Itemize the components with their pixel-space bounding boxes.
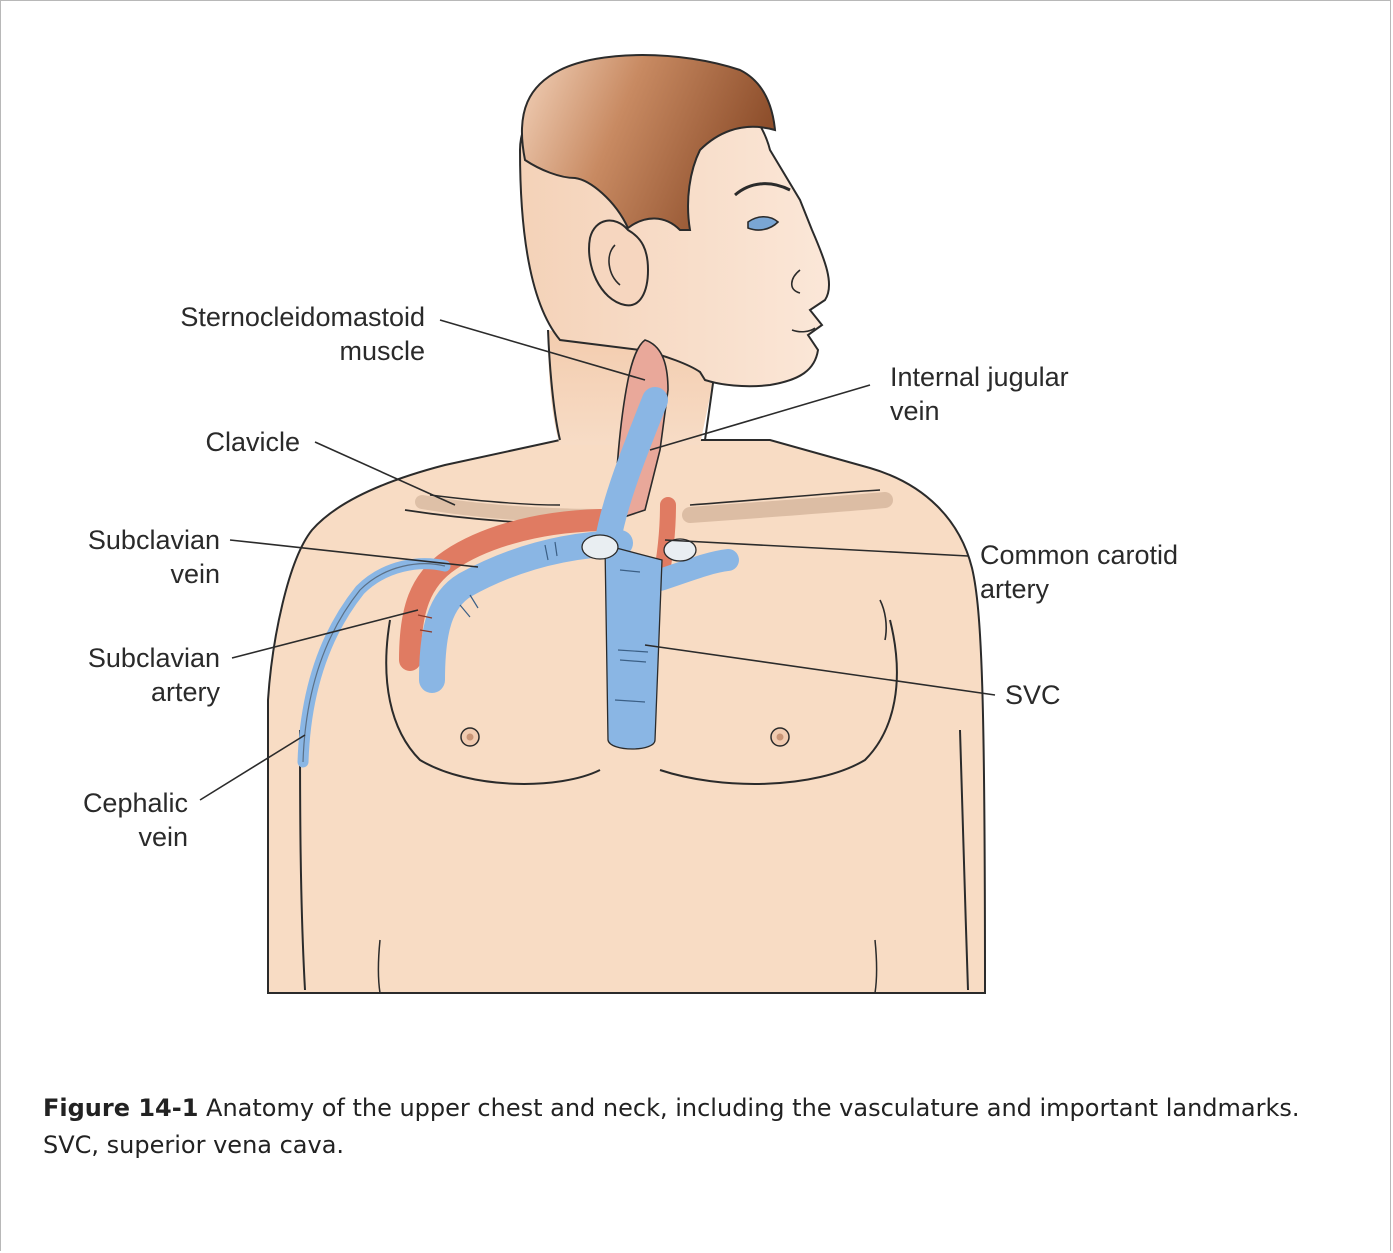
label-svc-text: SVC — [1005, 678, 1061, 712]
label-clavicle: Clavicle — [140, 425, 300, 459]
label-carotid-line2: artery — [980, 572, 1178, 606]
label-cephalic-vein: Cephalic vein — [40, 786, 188, 854]
label-internal-jugular-vein: Internal jugular vein — [890, 360, 1069, 428]
label-ijv-line1: Internal jugular — [890, 360, 1069, 394]
label-carotid-line1: Common carotid — [980, 538, 1178, 572]
label-sternocleidomastoid: Sternocleidomastoid muscle — [100, 300, 425, 368]
label-cephalic-line2: vein — [40, 820, 188, 854]
anatomy-illustration — [0, 0, 1393, 1010]
label-svc: SVC — [1005, 678, 1061, 712]
label-subclavian-vein-line2: vein — [40, 557, 220, 591]
anatomy-figure: Sternocleidomastoid muscle Clavicle Subc… — [0, 0, 1393, 1010]
label-subclavian-vein: Subclavian vein — [40, 523, 220, 591]
label-scm-line2: muscle — [100, 334, 425, 368]
label-subclavian-artery-line1: Subclavian — [40, 641, 220, 675]
label-ijv-line2: vein — [890, 394, 1069, 428]
caption-figure-number: Figure 14-1 — [43, 1094, 198, 1122]
label-scm-line1: Sternocleidomastoid — [100, 300, 425, 334]
label-subclavian-artery: Subclavian artery — [40, 641, 220, 709]
caption-text: Anatomy of the upper chest and neck, inc… — [43, 1094, 1300, 1159]
label-cephalic-line1: Cephalic — [40, 786, 188, 820]
label-common-carotid-artery: Common carotid artery — [980, 538, 1178, 606]
label-clavicle-text: Clavicle — [140, 425, 300, 459]
clavicle-bone-right — [664, 539, 696, 561]
clavicle-bone-left — [582, 535, 618, 559]
label-subclavian-vein-line1: Subclavian — [40, 523, 220, 557]
label-subclavian-artery-line2: artery — [40, 675, 220, 709]
figure-caption: Figure 14-1 Anatomy of the upper chest a… — [43, 1090, 1363, 1164]
